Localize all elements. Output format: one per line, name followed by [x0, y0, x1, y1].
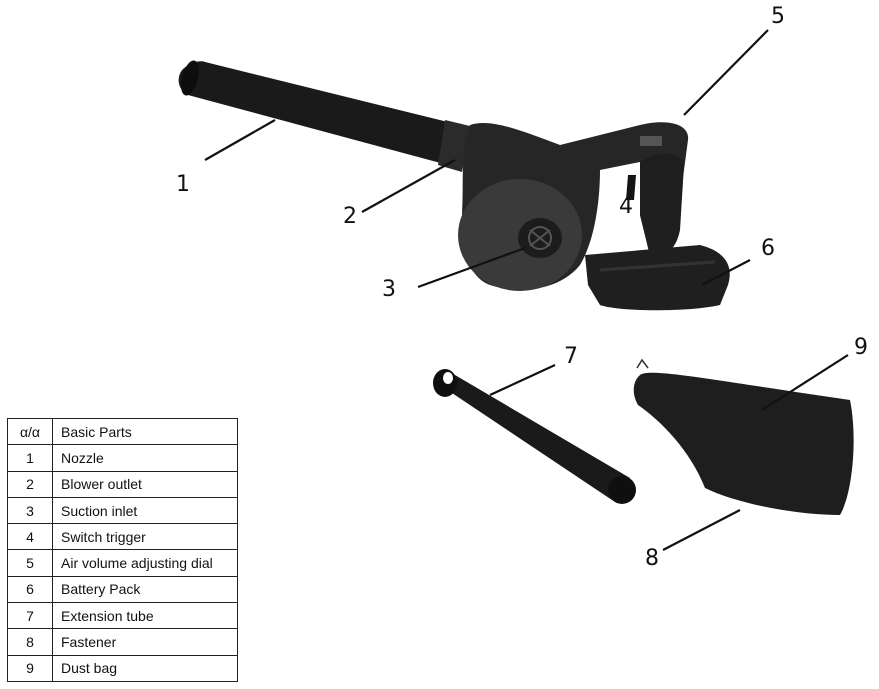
nozzle-mouth [180, 60, 200, 96]
battery-pack-shape [585, 245, 730, 311]
callout-4: 4 [619, 194, 633, 219]
row-index: 5 [7, 549, 53, 577]
row-part: Extension tube [52, 602, 238, 630]
row-index: 4 [7, 523, 53, 551]
row-part: Air volume adjusting dial [52, 549, 238, 577]
callout-7: 7 [564, 344, 578, 369]
row-index: 3 [7, 496, 53, 525]
dust-bag [633, 358, 854, 515]
header-index: α/α [7, 417, 53, 446]
table-header-row: α/α Basic Parts [7, 417, 238, 446]
row-part: Battery Pack [52, 575, 238, 604]
row-index: 9 [7, 654, 53, 682]
row-index: 8 [7, 628, 53, 656]
row-index: 6 [7, 575, 53, 604]
callout-9: 9 [854, 335, 868, 360]
row-part: Switch trigger [52, 523, 238, 551]
row-part: Nozzle [52, 444, 238, 472]
handle-grip [640, 153, 684, 257]
leader-lines [204, 29, 849, 551]
switch-trigger-shape [626, 175, 636, 200]
row-index: 7 [7, 602, 53, 630]
row-part: Dust bag [52, 654, 238, 682]
row-part: Blower outlet [52, 470, 238, 498]
extension-tube [433, 369, 636, 504]
callout-5: 5 [771, 4, 785, 29]
blower-unit [178, 60, 730, 311]
row-part: Fastener [52, 628, 238, 656]
callout-1: 1 [176, 172, 190, 197]
nozzle-collar [438, 120, 470, 172]
header-part: Basic Parts [52, 417, 238, 446]
callout-3: 3 [382, 277, 396, 302]
row-index: 1 [7, 444, 53, 472]
nozzle-tube [178, 61, 460, 165]
air-volume-dial-shape [640, 136, 662, 146]
callout-8: 8 [645, 546, 659, 571]
callout-2: 2 [343, 204, 357, 229]
row-part: Suction inlet [52, 496, 238, 525]
row-index: 2 [7, 470, 53, 498]
callout-6: 6 [761, 236, 775, 261]
